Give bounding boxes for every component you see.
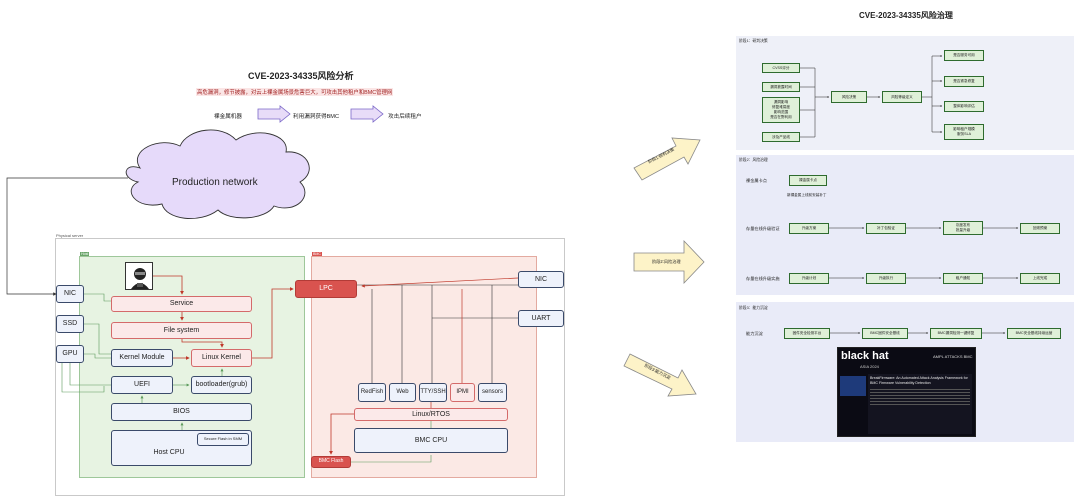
blackhat-screenshot: black hat ASIA 2024 AMPL ATTACKS BMC Bre… [837, 347, 976, 437]
phase1-label: 阶段1：研判决策 [739, 39, 768, 43]
p3-step-4: BMC安全基线持续运营 [1007, 328, 1061, 339]
bmc-cpu-box: BMC CPU [354, 428, 508, 453]
p3-step-1: 固件安全检测平台 [784, 328, 830, 339]
p2-row3-step-3: 租户通知 [943, 273, 983, 284]
p2-row2-step-1: 升级方案 [789, 223, 829, 234]
p2-row2-step-2: 补丁包验证 [866, 223, 906, 234]
blackhat-talk-title: BreakFirmware: An Automated Attack Analy… [870, 376, 968, 385]
bios-box: BIOS [111, 403, 252, 421]
p1-mid-level: 风险等级定义 [882, 91, 922, 103]
lpc-box: LPC [295, 280, 357, 298]
p2-row1-box: 裸金属卡点 [789, 175, 827, 186]
physical-server-frame [55, 238, 565, 496]
gpu-box: GPU [56, 345, 84, 363]
uefi-box: UEFI [111, 376, 173, 394]
p2-row3-label: 存量在线升级实施 [746, 276, 780, 281]
phase-arrow-1-label: 阶段1:研判决策 [647, 146, 675, 165]
bmc-label: BMC [312, 252, 322, 256]
filesystem-box: File system [111, 322, 252, 339]
nic-bmc-box: NIC [518, 271, 564, 288]
blackhat-sub: ASIA 2024 [860, 364, 879, 369]
secure-flash-box: Secure Flash in SMM [197, 433, 249, 446]
p1-out-4: 影响租户规模 服务SLA [944, 124, 984, 140]
p1-out-2: 是否紧急修复 [944, 76, 984, 87]
p1-mid-decision: 风险决策 [831, 91, 867, 103]
p2-row2-label: 存量在线升级验证 [746, 226, 780, 231]
attack-step-3: 攻击后续租户 [388, 114, 422, 120]
bmc-flash-box: BMC Flash [311, 456, 351, 468]
p2-row1-note: 新裸金属上线前安装补丁 [787, 193, 827, 197]
phase-arrow-3-label: 阶段3:能力沉淀 [643, 362, 672, 381]
p3-row-label: 能力沉淀 [746, 331, 763, 336]
bootloader-box: bootloader(grub) [191, 376, 252, 394]
blackhat-headline: AMPL ATTACKS BMC [933, 354, 973, 359]
page-title-left: CVE-2023-34335风险分析 [248, 71, 354, 81]
hacker-icon [125, 262, 153, 290]
p2-row2-step-4: 回滚预案 [1020, 223, 1060, 234]
p1-input-cvss: CVSS评分 [762, 63, 800, 73]
sensors-box: sensors [478, 383, 507, 402]
web-box: Web [389, 383, 416, 402]
p1-out-1: 是否服务可用 [944, 50, 984, 61]
p1-input-impact: 漏洞影响 修复难易度 影响范围 是否在野利用 [762, 97, 800, 123]
kernel-module-box: Kernel Module [111, 349, 173, 367]
nic-host-box: NIC [56, 285, 84, 303]
risk-subtitle: 高危漏洞，修节披露，对云上裸金属场景危害巨大，可攻击其他租户和BMC管理网 [196, 88, 394, 96]
p2-row3-step-4: 上线完成 [1020, 273, 1060, 284]
blackhat-title-bar: BreakFirmware: An Automated Attack Analy… [868, 374, 972, 434]
tty-ssh-box: TTY/SSH [419, 383, 447, 402]
p1-out-4-text: 影响租户规模 服务SLA [953, 127, 975, 136]
service-box: Service [111, 296, 252, 312]
host-label: Host [80, 252, 90, 256]
ipmi-box: IPMI [450, 383, 475, 402]
phase-arrow-2-label: 阶段2:风险治理 [652, 259, 681, 264]
phase2-label: 阶段2：风险治理 [739, 158, 768, 162]
p2-row3-step-2: 升级执行 [866, 273, 906, 284]
p1-input-time: 漏洞披露时间 [762, 82, 800, 92]
p1-input-product: 涉及产品线 [762, 132, 800, 142]
p3-step-3: BMC漏洞检测一键修复 [930, 328, 982, 339]
cloud-label: Production network [172, 177, 258, 188]
host-cpu-label: Host CPU [153, 449, 185, 457]
linux-kernel-box: Linux Kernel [191, 349, 252, 367]
p3-step-2: BMC固件安全基线 [862, 328, 908, 339]
attack-step-1: 裸金属机器 [214, 114, 242, 120]
blackhat-sidebar [840, 376, 866, 396]
uart-box: UART [518, 310, 564, 327]
p2-row3-step-1: 升级计划 [789, 273, 829, 284]
phase3-label: 阶段3：能力沉淀 [739, 306, 768, 310]
redfish-box: RedFish [358, 383, 386, 402]
attack-step-2: 利用漏洞获得BMC [293, 114, 339, 120]
p1-input-impact-text: 漏洞影响 修复难易度 影响范围 是否在野利用 [770, 100, 792, 119]
page-title-right: CVE-2023-34335风险治理 [859, 11, 953, 20]
linux-rtos-box: Linux/RTOS [354, 408, 508, 421]
physical-server-label: Physical server [56, 233, 84, 238]
ssd-box: SSD [56, 315, 84, 333]
p2-row2-step-3: 灰度发布 批量升级 [943, 221, 983, 235]
blackhat-logo: black hat [841, 350, 889, 362]
p2-row2-step-3-text: 灰度发布 批量升级 [955, 223, 971, 232]
p2-row1-label: 裸金属卡点 [746, 178, 767, 183]
p1-out-3: 整体影响评估 [944, 101, 984, 112]
